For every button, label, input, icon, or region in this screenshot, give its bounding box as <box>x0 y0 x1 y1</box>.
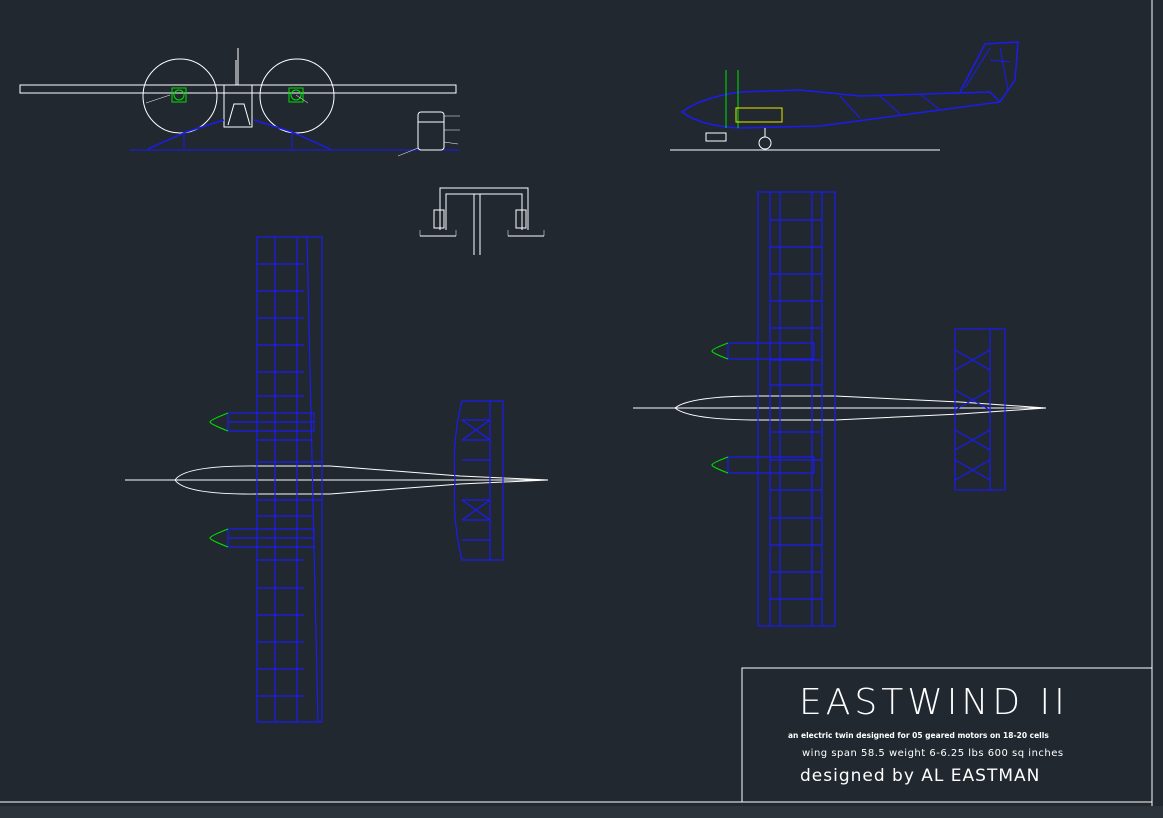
status-bar <box>0 806 1163 818</box>
drawing-title: EASTWIND II <box>799 682 1069 723</box>
top-view-left <box>125 236 549 723</box>
title-block: EASTWIND II an electric twin designed fo… <box>742 668 1152 802</box>
top-view-right <box>633 191 1047 627</box>
drawing-subtitle: an electric twin designed for 05 geared … <box>788 731 1049 740</box>
front-view <box>19 48 460 157</box>
title-block-frame <box>741 667 1153 803</box>
motor-icon <box>171 87 304 103</box>
drawing-designer: designed by AL EASTMAN <box>800 766 1041 786</box>
drawing-specs: wing span 58.5 weight 6-6.25 lbs 600 sq … <box>802 748 1064 759</box>
spinner-icon <box>711 342 729 474</box>
spinner-icon <box>209 412 229 548</box>
side-view <box>670 41 1019 151</box>
mount-detail <box>419 187 545 255</box>
